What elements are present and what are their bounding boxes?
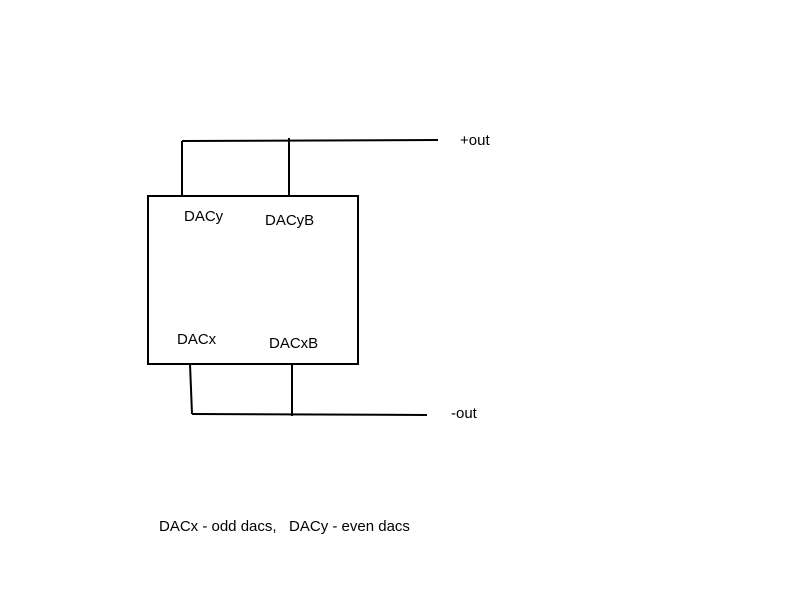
minus-out-label: -out bbox=[451, 405, 478, 422]
plus-out-bus-wire bbox=[181, 139, 439, 142]
minus-out-bus-wire bbox=[191, 413, 428, 416]
dac-xb-label: DACxB bbox=[269, 335, 318, 352]
dac-x-label: DACx bbox=[177, 331, 217, 348]
plus-out-label: +out bbox=[460, 132, 490, 149]
dac-block bbox=[147, 195, 359, 365]
dac-parity-note: DACx - odd dacs, DACy - even dacs bbox=[159, 518, 410, 535]
dac-y-label: DACy bbox=[184, 208, 224, 225]
dac-x-lead-wire bbox=[189, 363, 193, 415]
dac-yb-label: DACyB bbox=[265, 212, 314, 229]
